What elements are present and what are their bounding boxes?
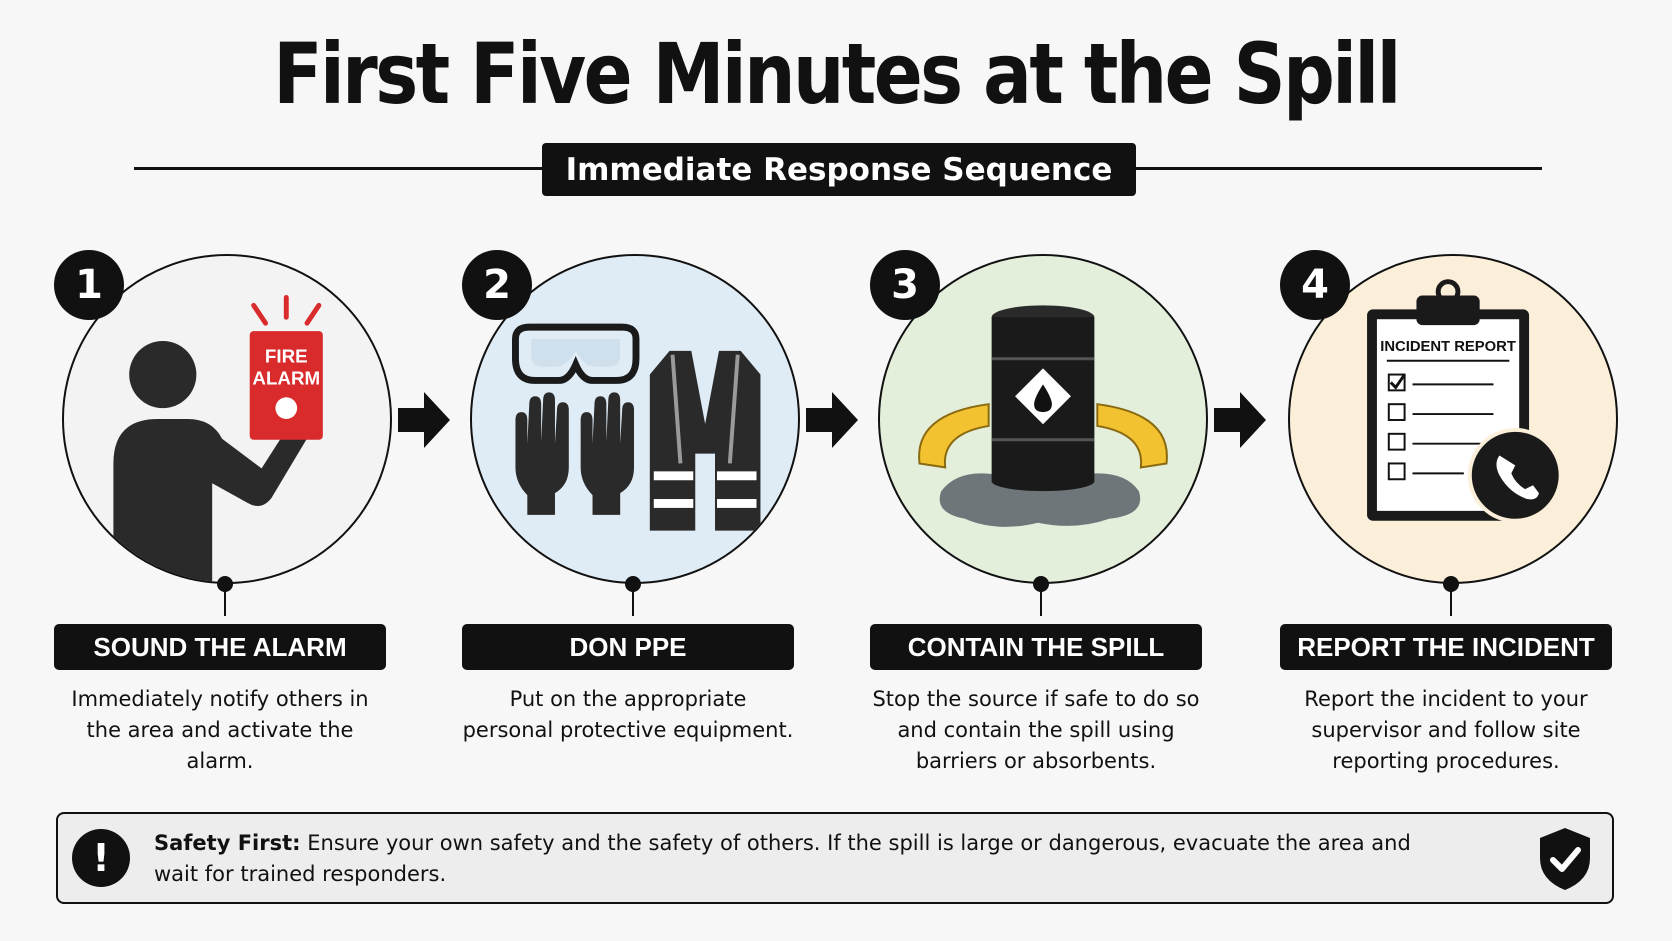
step-description: Report the incident to your supervisor a… <box>1304 687 1588 773</box>
fire-alarm-icon: FIRE ALARM <box>113 295 323 582</box>
incident-report-heading: INCIDENT REPORT <box>1380 339 1516 355</box>
step-description: Put on the appropriate personal protecti… <box>462 687 794 742</box>
arrow-right-icon <box>398 392 450 448</box>
fire-alarm-text-2: ALARM <box>252 367 320 388</box>
absorbent-boom-icon <box>918 403 990 469</box>
connector-dot <box>217 576 233 592</box>
section-subtitle: Immediate Response Sequence <box>542 143 1136 196</box>
step-don-ppe: 2 DON PPE Put on the appropriate persona… <box>462 250 808 780</box>
phone-icon <box>1467 427 1563 523</box>
safety-banner-text: Safety First: Ensure your own safety and… <box>154 828 1454 890</box>
connector-line <box>1450 586 1452 616</box>
step-4-circle: INCIDENT REPORT <box>1288 254 1618 584</box>
step-2-circle <box>470 254 800 584</box>
page-title: First Five Minutes at the Spill <box>273 25 1401 123</box>
oil-drum-icon <box>991 305 1095 492</box>
goggles-icon <box>512 323 640 384</box>
step-1-circle: FIRE ALARM <box>62 254 392 584</box>
step-description: Immediately notify others in the area an… <box>71 687 369 773</box>
connector-line <box>1040 586 1042 616</box>
step-label: DON PPE <box>462 624 794 670</box>
glove-right-icon <box>580 392 635 515</box>
step-number-badge: 4 <box>1280 250 1350 320</box>
connector-dot <box>1033 576 1049 592</box>
safety-banner: ! Safety First: Ensure your own safety a… <box>56 812 1614 904</box>
connector-dot <box>625 576 641 592</box>
step-description: Stop the source if safe to do so and con… <box>872 687 1200 773</box>
fire-alarm-text-1: FIRE <box>265 346 308 367</box>
safety-banner-lead: Safety First: <box>154 831 301 855</box>
step-report-incident: INCIDENT REPORT 4 REPORT THE INCIDENT Re… <box>1280 250 1626 780</box>
safety-banner-body: Ensure your own safety and the safety of… <box>154 831 1411 886</box>
step-number-badge: 1 <box>54 250 124 320</box>
title-divider-left <box>134 167 544 170</box>
step-label: SOUND THE ALARM <box>54 624 386 670</box>
connector-dot <box>1443 576 1459 592</box>
spill-containment-icon <box>918 305 1168 527</box>
step-contain-spill: 3 CONTAIN THE SPILL Stop the source if s… <box>870 250 1216 780</box>
step-3-circle <box>878 254 1208 584</box>
step-sound-alarm: FIRE ALARM 1 SOUND THE ALARM Immediately… <box>54 250 400 780</box>
glove-left-icon <box>515 392 569 515</box>
arrow-right-icon <box>1214 392 1266 448</box>
step-label: CONTAIN THE SPILL <box>870 624 1202 670</box>
connector-line <box>632 586 634 616</box>
ppe-icon <box>512 323 761 531</box>
exclamation-icon: ! <box>72 829 130 887</box>
incident-report-icon: INCIDENT REPORT <box>1367 279 1563 523</box>
step-label: REPORT THE INCIDENT <box>1280 624 1612 670</box>
step-number-badge: 2 <box>462 250 532 320</box>
arrow-right-icon <box>806 392 858 448</box>
shield-check-icon <box>1540 828 1590 890</box>
title-divider-right <box>1134 167 1542 170</box>
step-number-badge: 3 <box>870 250 940 320</box>
connector-line <box>224 586 226 616</box>
